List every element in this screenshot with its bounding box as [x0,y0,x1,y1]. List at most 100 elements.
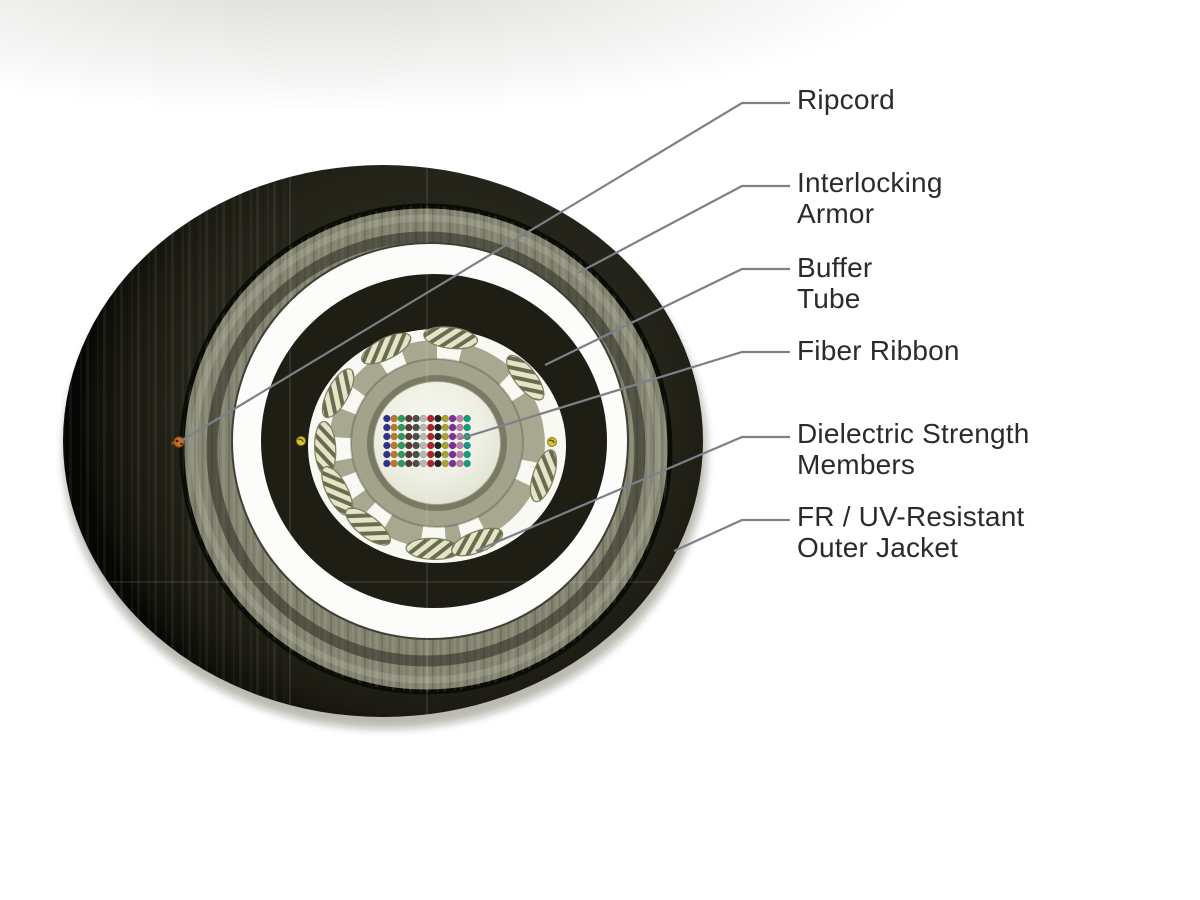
fiber-brown [405,441,413,450]
fiber-brown [405,459,413,468]
leader-line-dielectric-strength-members [475,435,790,553]
label-line: Armor [797,198,875,229]
fiber-red [426,450,435,459]
buffer-tube-tooth [330,457,357,480]
fiber-white [419,450,428,459]
strength-member [451,527,504,557]
leader-line-fiber-ribbon [458,350,790,441]
strength-member [345,507,391,546]
fiber-white [419,423,428,432]
fiber-violet [448,414,457,423]
fiber-slate [412,441,420,450]
label-line: Tube [797,283,861,314]
label-fiber-ribbon: Fiber Ribbon [797,335,960,366]
armor-highlight [190,214,662,684]
fiber-aqua [463,450,471,459]
buffer-tube-tooth [329,406,357,439]
buffer-tube-tooth [400,339,438,368]
leader-lines [180,101,790,553]
fiber-orange [390,459,398,468]
fiber-green [397,414,406,423]
buffer-tube-tooth [510,390,545,464]
fiber-violet [448,450,457,459]
fiber-green [397,441,406,450]
strength-member [423,326,479,350]
fiber-aqua [463,459,471,468]
fiber-red [426,459,435,468]
fiber-white [419,459,428,468]
fiber-yellow [441,432,449,441]
fiber-orange [390,414,398,423]
armor-groove [206,231,646,667]
buffer-tube-inner-shadow [367,375,507,511]
label-interlocking-armor: Interlocking Armor [797,167,943,229]
fiber-green [397,459,406,468]
fiber-rose [456,459,464,468]
fiber-black [434,423,442,432]
fiber-red [426,423,435,432]
fiber-violet [448,432,457,441]
fiber-rose [456,450,464,459]
buffer-tube-tooth [347,489,377,518]
fiber-yellow [441,441,449,450]
strength-member [321,368,355,419]
leader-line-buffer-tube [544,267,790,366]
fiber-black [434,432,442,441]
label-ripcord: Ripcord [797,84,895,115]
label-line: Outer Jacket [797,532,959,563]
yarn-dot-right [547,437,557,447]
buffer-tube-tooth [381,513,424,547]
fiber-yellow [441,414,449,423]
strength-member [529,449,558,503]
leader-line-ripcord [180,101,790,442]
buffer-tube-tooth [348,357,390,398]
fiber-yellow [441,459,449,468]
fiber-violet [448,459,457,468]
fiber-orange [390,450,398,459]
buffer-tube-tooth [477,478,535,536]
fiber-white [419,432,428,441]
strength-member [506,354,545,401]
fiber-black [434,441,442,450]
fiber-orange [390,432,398,441]
fiber-black [434,459,442,468]
fiber-brown [405,450,413,459]
buffer-tube-tooth [444,523,464,548]
label-line: Dielectric Strength [797,418,1030,449]
label-line: Ripcord [797,84,895,115]
fiber-aqua [463,423,471,432]
fiber-blue [383,441,391,450]
fiber-brown [405,414,413,423]
fiber-slate [412,414,420,423]
fiber-ribbon-grid [383,414,471,468]
label-line: Interlocking [797,167,943,198]
fiber-violet [448,423,457,432]
strength-member [361,332,412,365]
fiber-aqua [463,414,471,423]
fiber-aqua [463,441,471,450]
fiber-yellow [441,423,449,432]
leader-line-fr-uv-outer-jacket [673,518,790,553]
buffer-tube-teeth [329,339,545,548]
fiber-slate [412,450,420,459]
fiber-brown [405,423,413,432]
fiber-black [434,450,442,459]
yarn-dot-left [296,436,306,446]
fiber-black [434,414,442,423]
fiber-orange [390,441,398,450]
fiber-brown [405,432,413,441]
fiber-green [397,423,406,432]
fiber-slate [412,423,420,432]
label-line: Buffer [797,252,873,283]
fiber-red [426,441,435,450]
fiber-rose [456,423,464,432]
fiber-rose [456,441,464,450]
fiber-slate [412,432,420,441]
fiber-blue [383,414,391,423]
fiber-blue [383,423,391,432]
fiber-green [397,450,406,459]
label-dielectric-strength-members: Dielectric Strength Members [797,418,1030,480]
fiber-white [419,414,428,423]
